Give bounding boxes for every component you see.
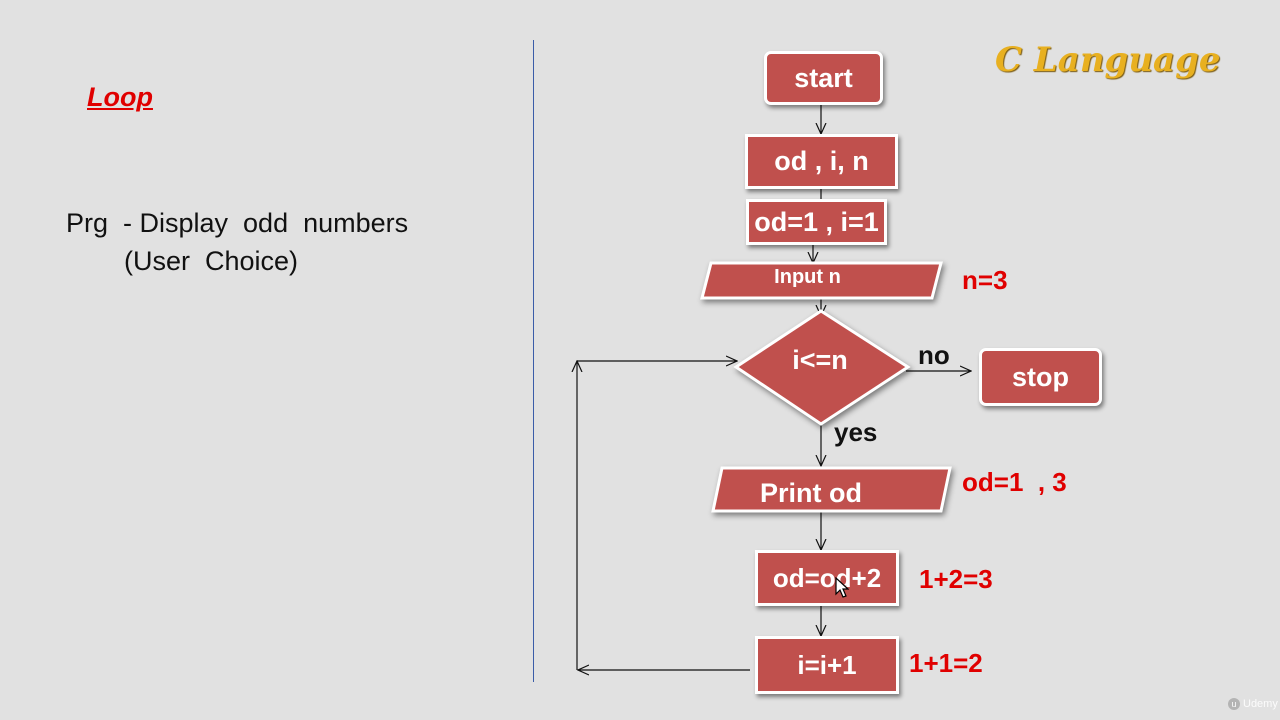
no-branch-label: no <box>918 340 950 370</box>
start-terminal: start <box>764 51 883 105</box>
vertical-divider <box>533 40 534 682</box>
input-parallelogram <box>700 261 943 300</box>
condition-label: i<=n <box>792 344 848 375</box>
od-values-annotation: od=1 , 3 <box>962 467 1067 497</box>
mouse-cursor-icon <box>835 577 849 598</box>
print-parallelogram <box>711 466 952 513</box>
od-increment-box: od=od+2 <box>755 550 899 606</box>
declare-box: od , i, n <box>745 134 898 189</box>
print-label: Print od <box>760 477 862 508</box>
watermark-text: Udemy <box>1243 698 1278 710</box>
n-value-annotation: n=3 <box>962 265 1008 295</box>
od-calc-annotation: 1+2=3 <box>919 564 993 594</box>
input-label: Input n <box>774 265 841 288</box>
program-description-subtitle: (User Choice) <box>124 246 299 276</box>
i-increment-box: i=i+1 <box>755 636 899 694</box>
declare-label: od , i, n <box>774 146 869 176</box>
condition-diamond <box>733 309 911 426</box>
stop-label: stop <box>1012 361 1069 392</box>
od-increment-label: od=od+2 <box>772 562 882 593</box>
brand-logo-text: C Language <box>995 40 1221 80</box>
udemy-watermark: u Udemy <box>1228 698 1278 710</box>
init-label: od=1 , i=1 <box>754 206 879 237</box>
loop-title: Loop <box>87 82 153 112</box>
i-calc-annotation: 1+1=2 <box>909 648 983 678</box>
udemy-logo-icon: u <box>1228 698 1240 710</box>
i-increment-label: i=i+1 <box>797 649 857 680</box>
start-label: start <box>794 62 853 93</box>
init-box: od=1 , i=1 <box>746 199 887 245</box>
program-description: Prg - Display odd numbers <box>66 208 409 238</box>
stop-terminal: stop <box>979 348 1102 406</box>
yes-branch-label: yes <box>834 417 878 447</box>
